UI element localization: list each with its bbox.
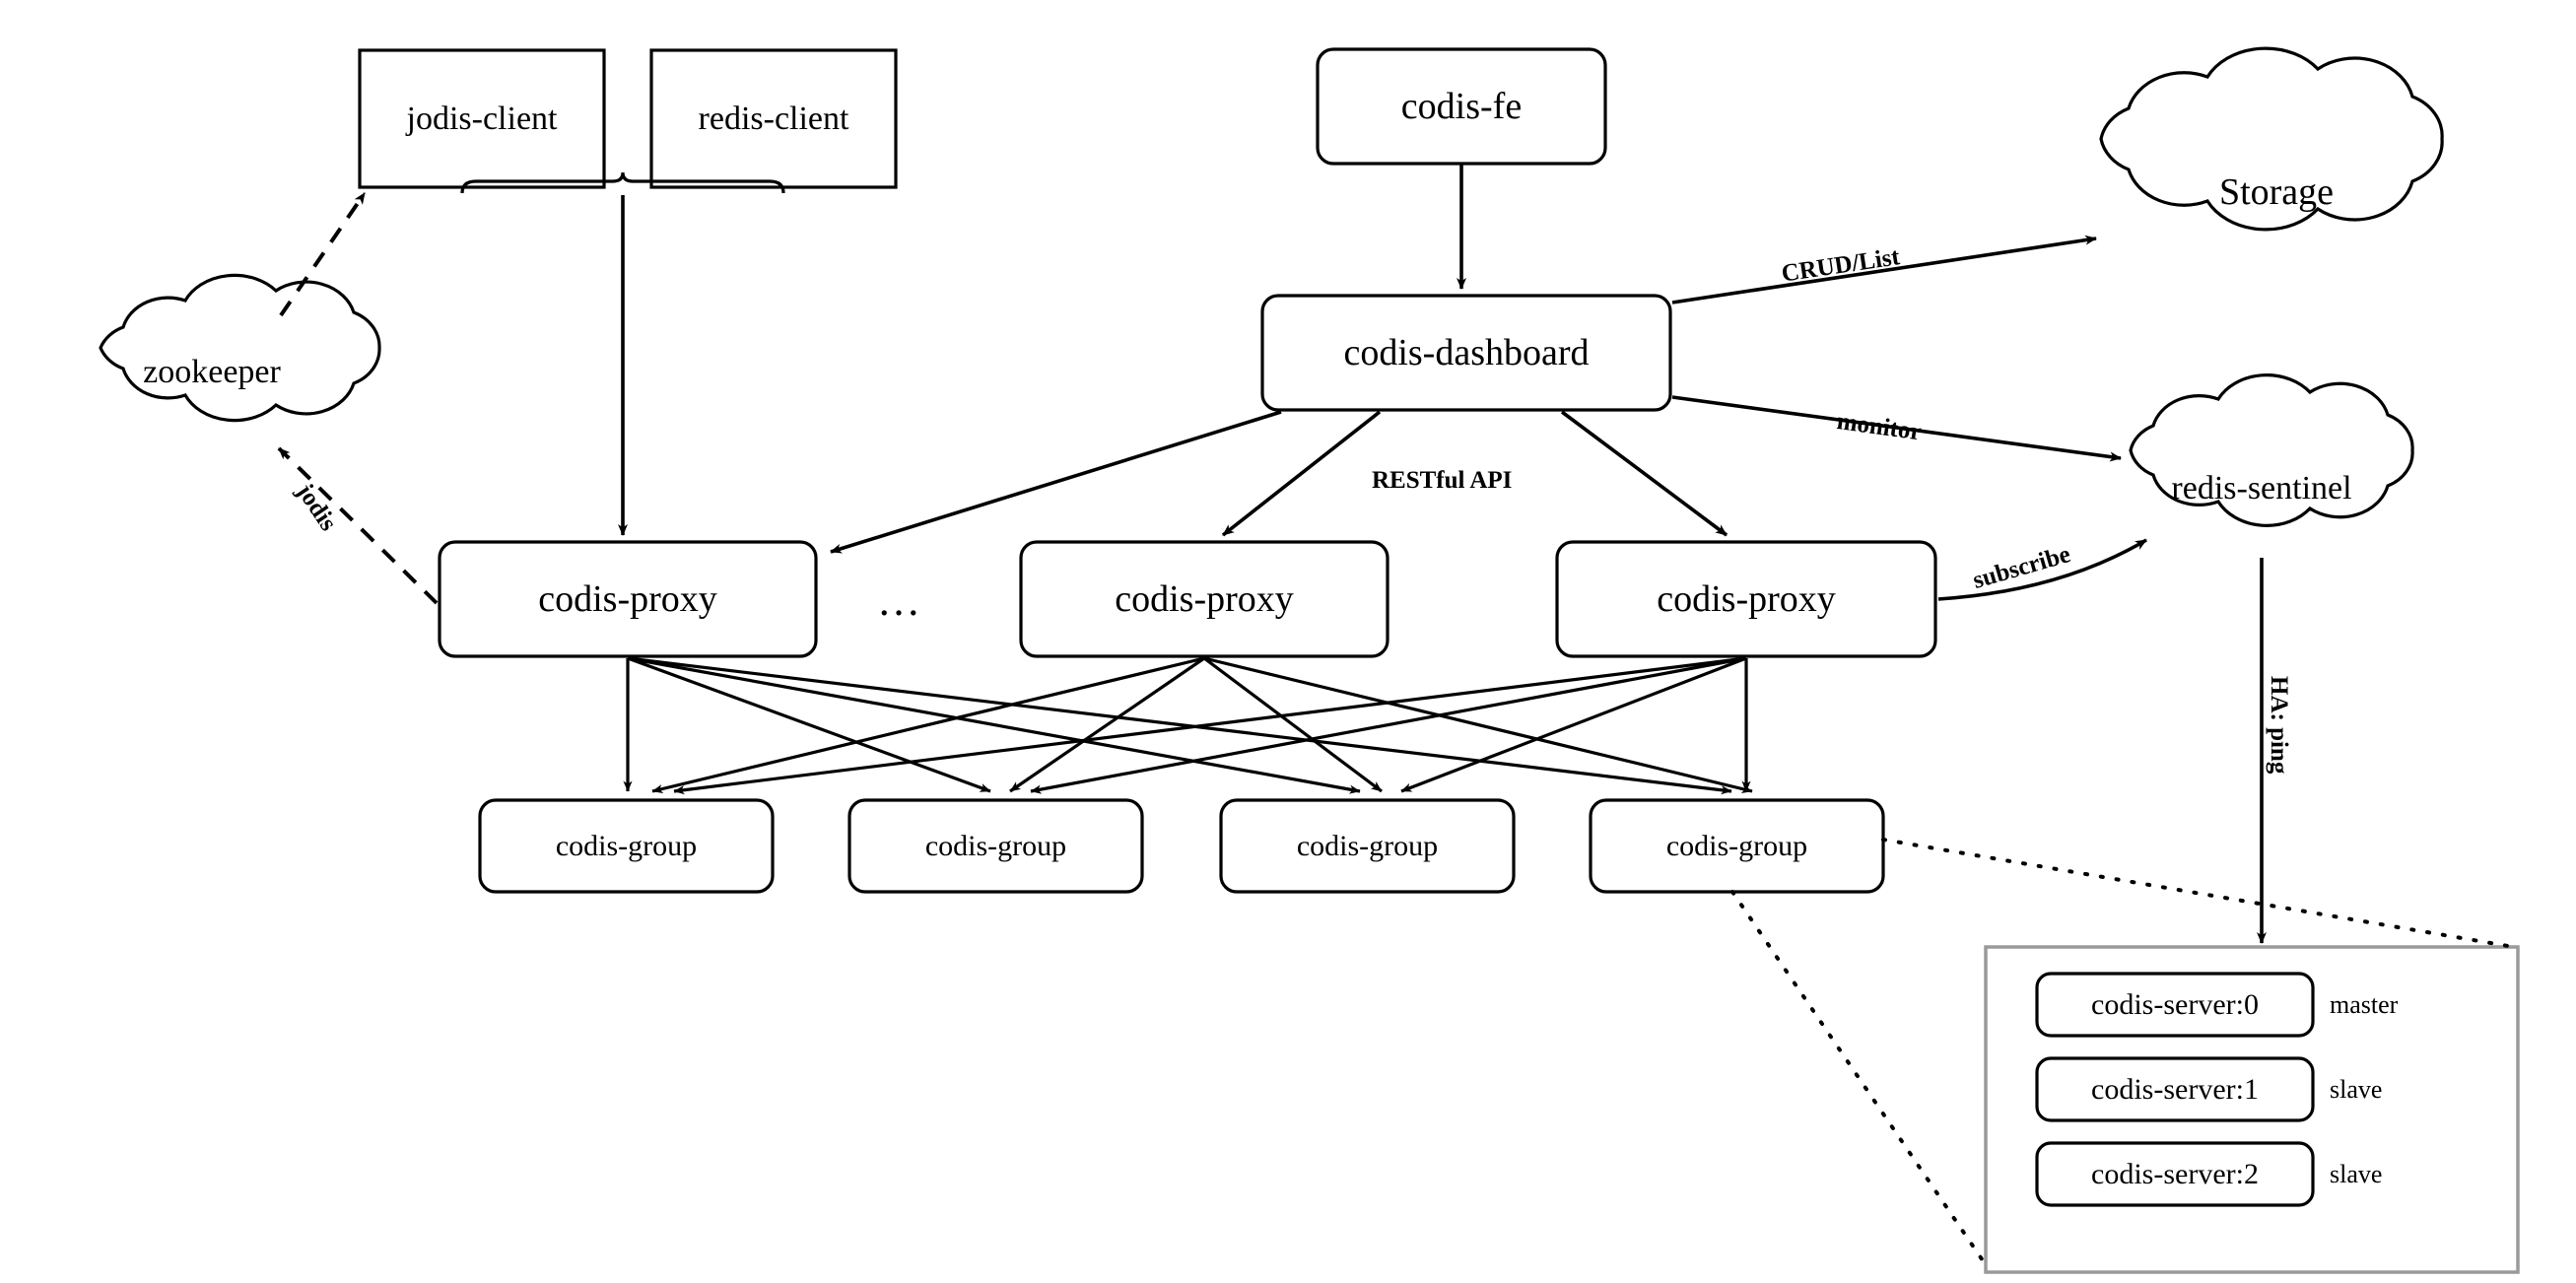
edge-proxy3-to-group3 [1400, 656, 1747, 793]
codis-server-box-0[interactable] [2035, 972, 2315, 1038]
edge-dashboard-to-proxy-2 [1221, 410, 1382, 537]
expansion-line-top [1881, 838, 2516, 949]
edge-proxy1-to-group2 [627, 656, 991, 793]
codis-group-box-1[interactable] [478, 798, 775, 894]
edge-proxy1-to-group4 [627, 656, 1732, 795]
redis-client-box[interactable] [649, 48, 898, 189]
edge-proxy3-to-group2 [1030, 656, 1747, 794]
edge-dashboard-to-proxy-1 [830, 410, 1282, 554]
edge-dashboard-to-storage [1671, 235, 2097, 304]
redis-sentinel-cloud[interactable] [2129, 373, 2414, 527]
codis-proxy-box-1[interactable] [438, 540, 818, 658]
edge-proxy1-to-group3 [627, 656, 1361, 794]
proxy-ellipsis: … [877, 576, 924, 625]
zookeeper-cloud[interactable] [99, 273, 381, 423]
edge-zookeeper-to-jodis-client [279, 191, 367, 317]
codis-server-box-2[interactable] [2035, 1141, 2315, 1207]
codis-group-box-3[interactable] [1219, 798, 1516, 894]
edge-proxy2-to-group3 [1203, 656, 1383, 793]
edge-proxy2-to-group1 [651, 656, 1205, 794]
codis-proxy-box-3[interactable] [1555, 540, 1937, 658]
edge-proxy3-to-group1 [673, 656, 1747, 795]
edge-dashboard-to-proxy-3 [1560, 410, 1729, 537]
edge-proxy-to-sentinel-subscribe [1937, 538, 2147, 601]
codis-server-box-1[interactable] [2035, 1056, 2315, 1122]
edge-dashboard-to-sentinel [1671, 395, 2122, 462]
edge-label-restful-api: RESTful API [1372, 467, 1513, 494]
edge-label-ha-ping: HA: ping [2266, 676, 2292, 775]
client-brace [460, 171, 785, 194]
codis-fe-box[interactable] [1316, 47, 1607, 166]
expansion-line-bottom [1730, 890, 1991, 1271]
edge-proxy-to-zookeeper-jodis [277, 446, 439, 605]
codis-group-box-2[interactable] [847, 798, 1144, 894]
codis-proxy-box-2[interactable] [1019, 540, 1390, 658]
edge-proxy2-to-group4 [1203, 656, 1753, 793]
storage-cloud[interactable] [2099, 46, 2444, 232]
jodis-client-box[interactable] [358, 48, 606, 189]
codis-dashboard-box[interactable] [1260, 294, 1672, 412]
edge-proxy2-to-group2 [1009, 656, 1205, 793]
codis-group-box-4[interactable] [1589, 798, 1885, 894]
